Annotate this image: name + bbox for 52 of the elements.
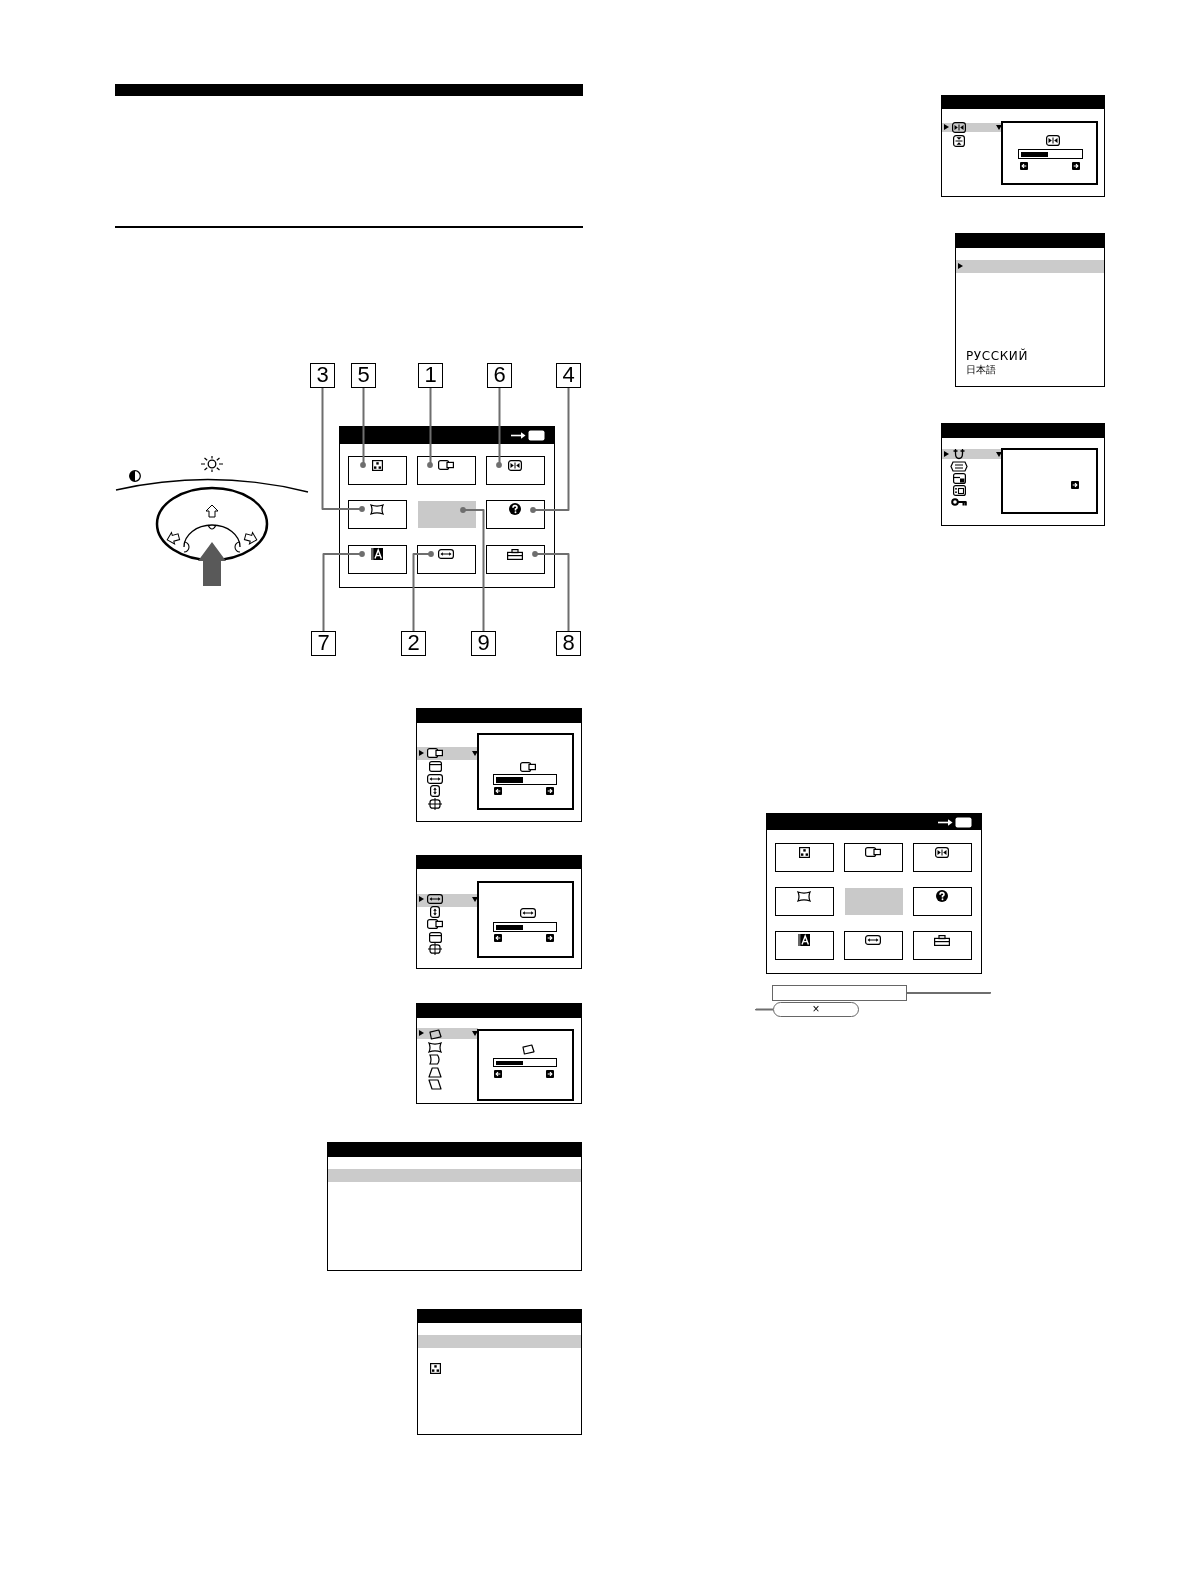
menu-tile [348,545,407,574]
menu-tile [348,500,407,529]
menu-screen [955,233,1105,387]
leader-line [412,551,434,632]
menu-tile [775,887,834,916]
leader-line [496,387,502,468]
highlighted-tile [418,501,476,528]
callout-number: 7 [311,631,336,656]
menu-screen [416,1003,582,1104]
leader-line [530,387,570,513]
empty-rounded-label [772,985,907,1001]
menu-tile [844,843,903,872]
leader-line [321,387,365,512]
language-option: 日本語 [966,364,996,375]
highlighted-tile [845,888,903,915]
leader-line [906,991,991,994]
menu-tile [348,456,407,485]
menu-tile [775,931,834,960]
menu-screen [327,1142,582,1271]
callout-number: 6 [487,363,512,388]
leader-line [322,551,365,632]
rounded-label: × [773,1002,859,1017]
menu-screen [941,423,1105,526]
menu-tile [486,500,545,529]
callout-number: 9 [471,631,496,656]
menu-tile [913,931,972,960]
menu-tile [417,545,476,574]
leader-line [755,1008,774,1011]
menu-screen [339,426,555,588]
menu-screen [766,813,982,974]
leader-line [360,387,366,468]
callout-number: 5 [351,363,376,388]
callout-number: 1 [418,363,443,388]
menu-screen [416,855,582,969]
callout-number: 3 [310,363,335,388]
menu-screen [941,95,1105,197]
menu-tile [913,887,972,916]
callout-number: 2 [401,631,426,656]
menu-tile [486,456,545,485]
menu-tile [417,456,476,485]
menu-screen [417,1309,582,1435]
language-option: РУССКИЙ [966,350,1028,363]
callout-number: 4 [556,363,581,388]
menu-tile [913,843,972,872]
callout-number: 8 [556,631,581,656]
leader-line [427,387,433,468]
menu-tile [486,545,545,574]
menu-screen [416,708,582,822]
leader-line [460,507,485,632]
menu-tile [775,843,834,872]
leader-line [532,551,570,632]
menu-tile [844,931,903,960]
